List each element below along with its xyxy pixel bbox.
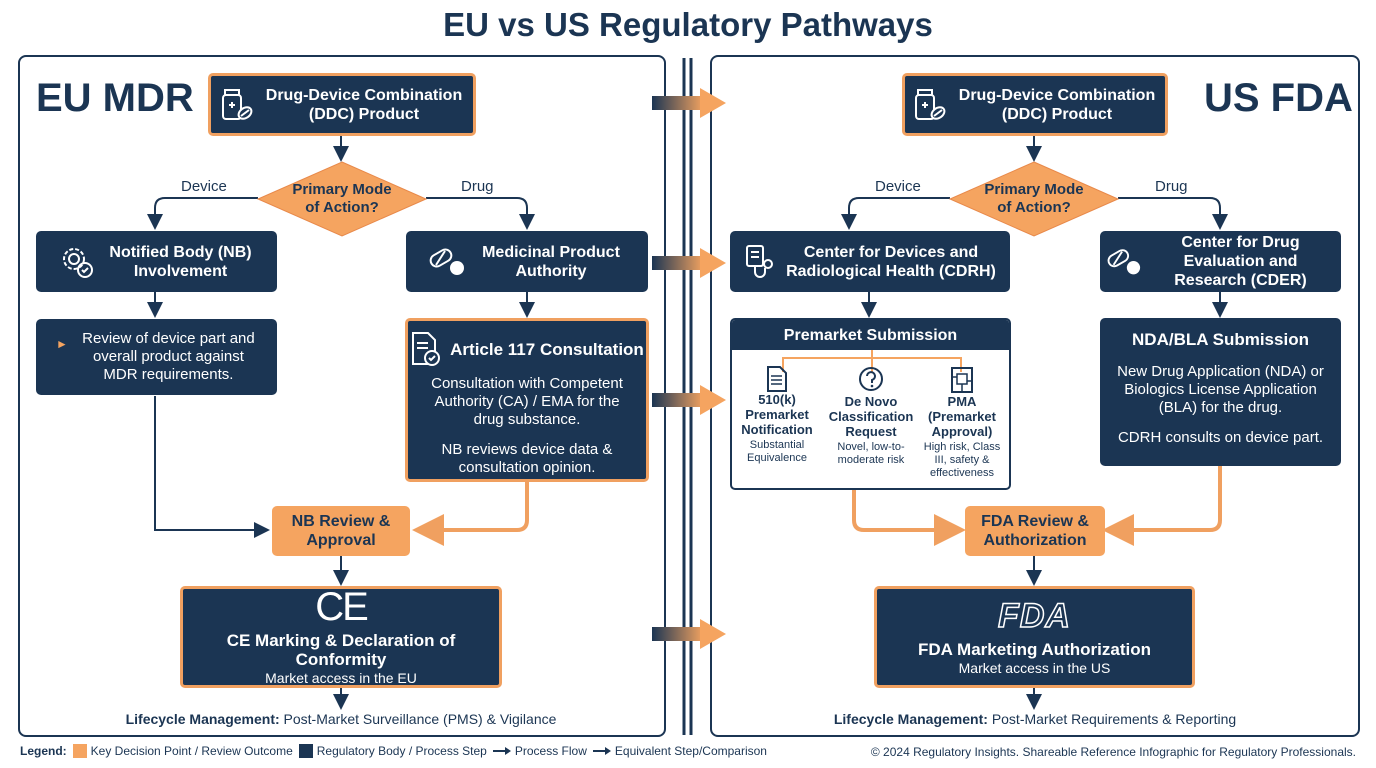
eu-branch-device: Device [181, 178, 227, 195]
pills-icon [428, 246, 466, 278]
us-cder-box: Center for Drug Evaluation and Research … [1100, 231, 1341, 292]
eu-ce-marking-box: CE CE Marking & Declaration of Conformit… [180, 586, 502, 688]
us-cdrh-label: Center for Devices and Radiological Heal… [786, 243, 996, 280]
eu-medicinal-authority-label: Medicinal Product Authority [482, 243, 620, 280]
us-fda-authorization-sub: Market access in the US [958, 659, 1111, 676]
eu-ddc-box: Drug-Device Combination (DDC) Product [208, 73, 476, 136]
flow-arrow [1102, 466, 1222, 546]
option-desc: Substantial Equivalence [747, 439, 807, 464]
us-branch-drug: Drug [1155, 178, 1188, 195]
circuit-chip-icon [918, 366, 1006, 394]
option-title: 510(k) Premarket Notification [741, 392, 813, 437]
option-title: De Novo Classification Request [828, 394, 914, 439]
eu-ce-marking-title: CE Marking & Declaration of Conformity [226, 631, 456, 669]
us-lifecycle-label: Lifecycle Management: [833, 711, 988, 727]
legend-equivalent-arrow-icon [592, 747, 611, 755]
us-lifecycle: Lifecycle Management: Post-Market Requir… [734, 711, 1336, 727]
eu-lifecycle-text: Post-Market Surveillance (PMS) & Vigilan… [283, 711, 557, 727]
ce-logo-icon: CE [315, 585, 369, 629]
flow-arrow [154, 396, 270, 538]
us-mode-of-action-decision: Primary Mode of Action? [948, 160, 1120, 238]
us-nda-text1: New Drug Application (NDA) or Biologics … [1117, 363, 1324, 416]
flow-arrow [841, 197, 950, 230]
legend-label: Legend: [20, 744, 67, 758]
flow-arrow [852, 490, 966, 546]
flow-arrow [147, 197, 258, 230]
us-fda-review-label: FDA Review & Authorization [981, 513, 1089, 549]
eu-lifecycle: Lifecycle Management: Post-Market Survei… [40, 711, 642, 727]
legend-key-decision: Key Decision Point / Review Outcome [90, 744, 293, 758]
eu-ddc-label: Drug-Device Combination (DDC) Product [265, 86, 463, 123]
legend-orange-swatch [72, 744, 87, 758]
gear-badge-icon [58, 243, 96, 281]
us-option-510k: 510(k) Premarket Notification Substantia… [734, 366, 820, 465]
pills-icon [1106, 246, 1142, 278]
eu-question-label: Primary Mode of Action? [292, 181, 392, 216]
eu-lifecycle-label: Lifecycle Management: [125, 711, 280, 727]
eu-notified-body-box: Notified Body (NB) Involvement [36, 231, 277, 292]
document-check-icon [410, 331, 441, 367]
page-title: EU vs US Regulatory Pathways [443, 6, 933, 43]
comparison-arrow [652, 248, 726, 278]
legend-process-flow: Process Flow [514, 744, 587, 758]
eu-nb-review-label: NB Review & Approval [291, 513, 391, 549]
eu-article117-title: Article 117 Consultation [450, 339, 644, 359]
option-desc: High risk, Class III, safety & effective… [923, 441, 1001, 479]
eu-mode-of-action-decision: Primary Mode of Action? [256, 160, 428, 238]
eu-article117-box: Article 117 Consultation Consultation wi… [405, 318, 649, 482]
us-nda-text2: CDRH consults on device part. [1117, 429, 1324, 446]
stethoscope-icon [744, 244, 776, 280]
us-cdrh-box: Center for Devices and Radiological Heal… [730, 231, 1010, 292]
legend-navy-swatch [298, 744, 313, 758]
us-question-label: Primary Mode of Action? [984, 181, 1084, 216]
us-lifecycle-text: Post-Market Requirements & Reporting [991, 711, 1237, 727]
drug-device-icon [220, 87, 254, 123]
question-icon [822, 366, 920, 394]
us-cder-label: Center for Drug Evaluation and Research … [1174, 234, 1307, 289]
fda-logo-icon: FDA [997, 596, 1071, 635]
drug-device-icon [913, 87, 947, 123]
legend: Legend: Key Decision Point / Review Outc… [20, 744, 767, 758]
eu-medicinal-authority-box: Medicinal Product Authority [406, 231, 648, 292]
us-premarket-header: Premarket Submission [732, 320, 1009, 350]
comparison-arrow [652, 619, 726, 649]
option-desc: Novel, low-to-moderate risk [837, 441, 905, 466]
eu-nb-review-box: NB Review & Approval [272, 506, 410, 556]
us-nda-bla-box: NDA/BLA Submission New Drug Application … [1100, 318, 1341, 466]
flow-arrow [1118, 197, 1228, 230]
eu-article117-text2: NB reviews device data & consultation op… [441, 441, 613, 476]
flow-arrow [412, 482, 529, 546]
eu-heading: EU MDR [36, 76, 194, 120]
us-premarket-box: Premarket Submission 510(k) Premarket No… [730, 318, 1011, 490]
eu-device-review-text: Review of device part and overall produc… [82, 330, 255, 383]
us-fda-authorization-box: FDA FDA Marketing Authorization Market a… [874, 586, 1195, 688]
eu-device-review-box: ► Review of device part and overall prod… [36, 319, 277, 395]
us-nda-title: NDA/BLA Submission [1132, 330, 1309, 349]
us-ddc-box: Drug-Device Combination (DDC) Product [902, 73, 1168, 136]
eu-branch-drug: Drug [461, 178, 494, 195]
us-fda-review-box: FDA Review & Authorization [965, 506, 1105, 556]
legend-equivalent: Equivalent Step/Comparison [614, 744, 767, 758]
us-ddc-label: Drug-Device Combination (DDC) Product [958, 86, 1156, 123]
comparison-arrow [652, 88, 726, 118]
legend-regulatory-body: Regulatory Body / Process Step [316, 744, 487, 758]
option-title: PMA (Premarket Approval) [928, 394, 996, 439]
footer-copyright: © 2024 Regulatory Insights. Shareable Re… [870, 745, 1356, 759]
us-branch-device: Device [875, 178, 921, 195]
us-option-de-novo: De Novo Classification Request Novel, lo… [822, 366, 920, 467]
legend-flow-arrow-icon [492, 747, 511, 755]
bullet-arrow-icon: ► [56, 337, 68, 351]
us-fda-authorization-title: FDA Marketing Authorization [918, 639, 1151, 659]
comparison-arrow [652, 385, 726, 415]
eu-notified-body-label: Notified Body (NB) Involvement [109, 243, 252, 280]
eu-ce-marking-sub: Market access in the EU [265, 670, 417, 686]
us-option-pma: PMA (Premarket Approval) High risk, Clas… [918, 366, 1006, 480]
eu-article117-text1: Consultation with Competent Authority (C… [431, 375, 623, 428]
flow-arrow [426, 197, 535, 230]
us-heading: US FDA [1204, 76, 1353, 120]
document-icon [734, 366, 820, 392]
